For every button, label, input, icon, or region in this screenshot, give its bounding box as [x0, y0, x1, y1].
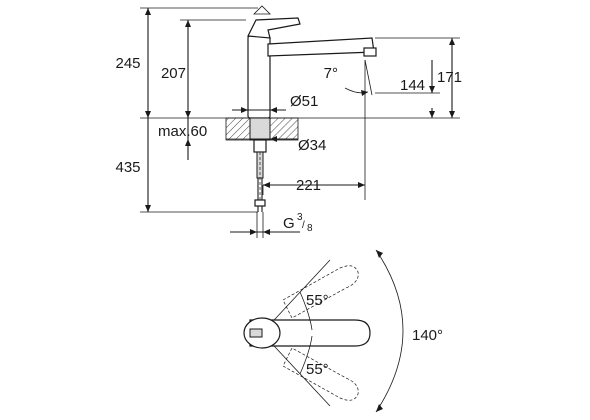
dim-reach: 221: [296, 177, 321, 194]
dim-spout-height: 171: [437, 69, 462, 86]
dim-body-height: 207: [161, 65, 186, 82]
dim-below-height: 435: [115, 159, 140, 176]
dim-hole-diameter: Ø34: [298, 137, 326, 154]
angle-lower: 55°: [306, 361, 329, 378]
dim-connection-g: G: [283, 215, 295, 232]
side-elevation: 245 207 7° 144 171 Ø51 max.60 Ø34 435 22…: [115, 5, 462, 238]
dim-connection-den: 8: [307, 223, 313, 234]
angle-upper: 55°: [306, 292, 329, 309]
plan-view: 55° 55° 140°: [243, 249, 443, 413]
dim-spout-angle: 7°: [324, 65, 338, 82]
dim-connection-num: 3: [297, 212, 303, 223]
swivel-range: 140°: [412, 327, 443, 344]
dim-body-diameter: Ø51: [290, 93, 318, 110]
dim-total-height: 245: [115, 55, 140, 72]
dim-spout-outlet: 144: [400, 77, 425, 94]
dim-connection-slash: /: [302, 220, 305, 231]
dim-max-thickness: max.60: [158, 123, 207, 140]
